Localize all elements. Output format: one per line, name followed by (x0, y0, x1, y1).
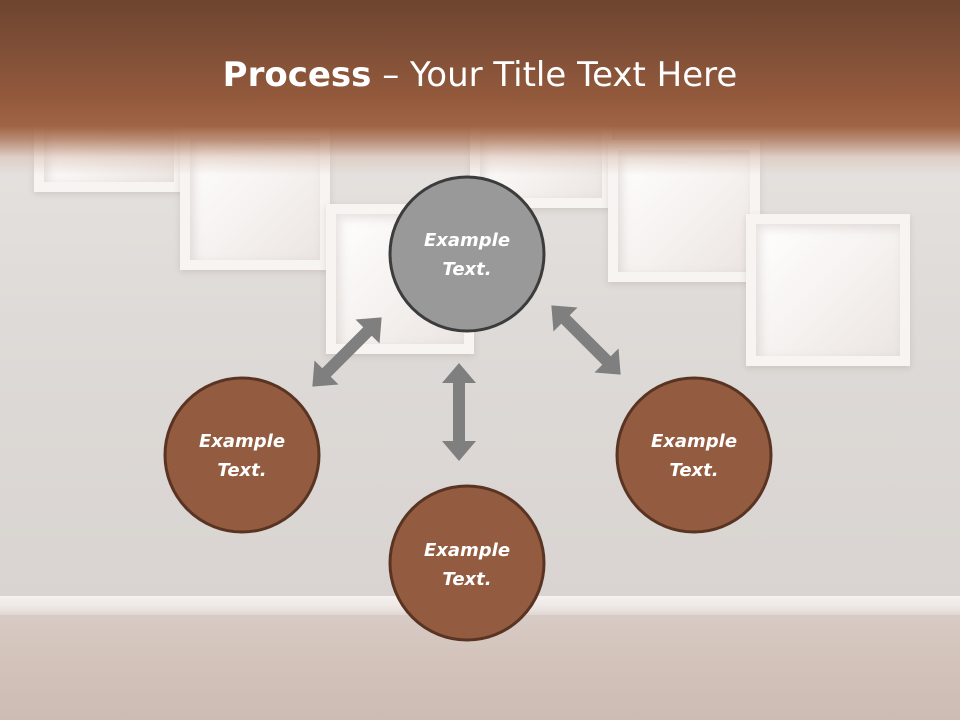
node-top: Example Text. (388, 175, 546, 333)
node-left: Example Text. (163, 376, 321, 534)
node-top-line2: Text. (442, 259, 491, 280)
title-rest-part: Your Title Text Here (410, 55, 738, 95)
node-bottom-line2: Text. (442, 569, 491, 590)
node-right: Example Text. (615, 376, 773, 534)
title-banner (0, 0, 960, 175)
wall-shelf (746, 214, 910, 366)
arrow-top-right (551, 305, 621, 375)
title-bold-part: Process (222, 55, 372, 95)
node-left-line2: Text. (217, 460, 266, 481)
node-bottom-line1: Example (424, 540, 510, 561)
node-top-line1: Example (424, 230, 510, 251)
node-right-line1: Example (651, 431, 737, 452)
node-right-line2: Text. (669, 460, 718, 481)
arrow-top-left (312, 317, 382, 387)
title-dash: – (371, 55, 411, 95)
arrow-top-bottom (442, 363, 476, 461)
node-bottom: Example Text. (388, 484, 546, 642)
slide-title: Process – Your Title Text Here (0, 54, 960, 96)
node-left-line1: Example (199, 431, 285, 452)
